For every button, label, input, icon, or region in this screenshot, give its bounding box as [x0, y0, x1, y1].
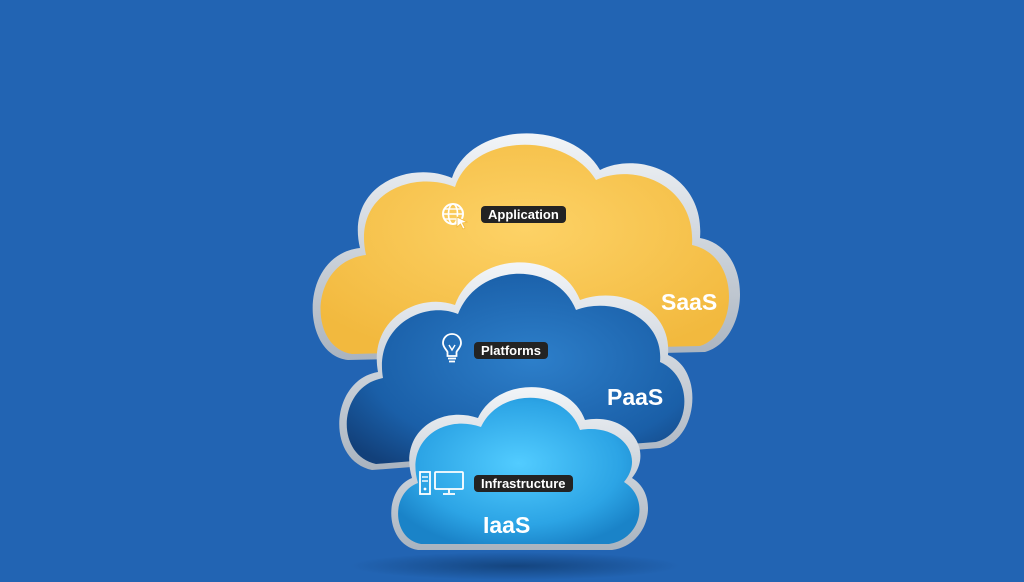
globe-cursor-icon: [442, 203, 469, 230]
lightbulb-icon: [442, 333, 462, 363]
paas-tier-label: PaaS: [607, 384, 664, 410]
saas-tier-label: SaaS: [661, 289, 718, 315]
infrastructure-label: Infrastructure: [474, 475, 573, 492]
paas-cloud: [339, 262, 693, 470]
platforms-label: Platforms: [474, 342, 548, 359]
iaas-cloud: [391, 387, 649, 550]
application-label: Application: [481, 206, 566, 223]
floor-shadow: [350, 552, 680, 580]
iaas-tier-label: IaaS: [483, 512, 531, 538]
server-monitor-icon: [419, 471, 464, 495]
